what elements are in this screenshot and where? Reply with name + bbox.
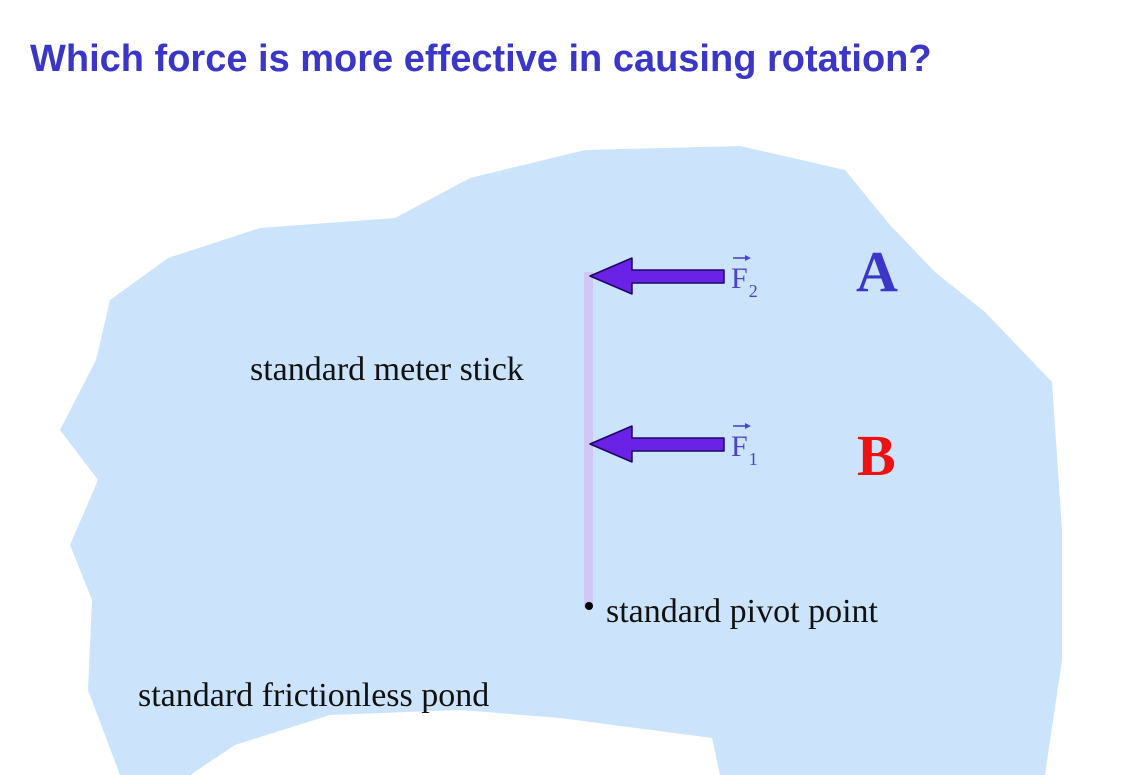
option-b-label: B — [857, 423, 896, 488]
force-f2-label: F2 — [731, 255, 758, 301]
vector-arrow-icon — [733, 255, 751, 261]
force-symbol: F — [731, 262, 748, 295]
force-subscript: 1 — [748, 449, 758, 469]
pivot-point — [585, 602, 593, 610]
force-subscript: 2 — [748, 281, 758, 301]
force-symbol: F — [731, 430, 748, 463]
pond-label: standard frictionless pond — [138, 677, 490, 714]
option-a-label: A — [856, 239, 898, 304]
page-title: Which force is more effective in causing… — [30, 38, 932, 80]
force-arrow-f1 — [589, 425, 725, 463]
meter-stick-label: standard meter stick — [250, 351, 524, 388]
force-arrow-f2 — [589, 257, 725, 295]
meter-stick — [584, 272, 593, 608]
frictionless-pond — [60, 146, 1062, 775]
force-f1-label: F1 — [731, 423, 758, 469]
pivot-point-label: standard pivot point — [606, 593, 878, 630]
vector-arrow-icon — [733, 423, 751, 429]
